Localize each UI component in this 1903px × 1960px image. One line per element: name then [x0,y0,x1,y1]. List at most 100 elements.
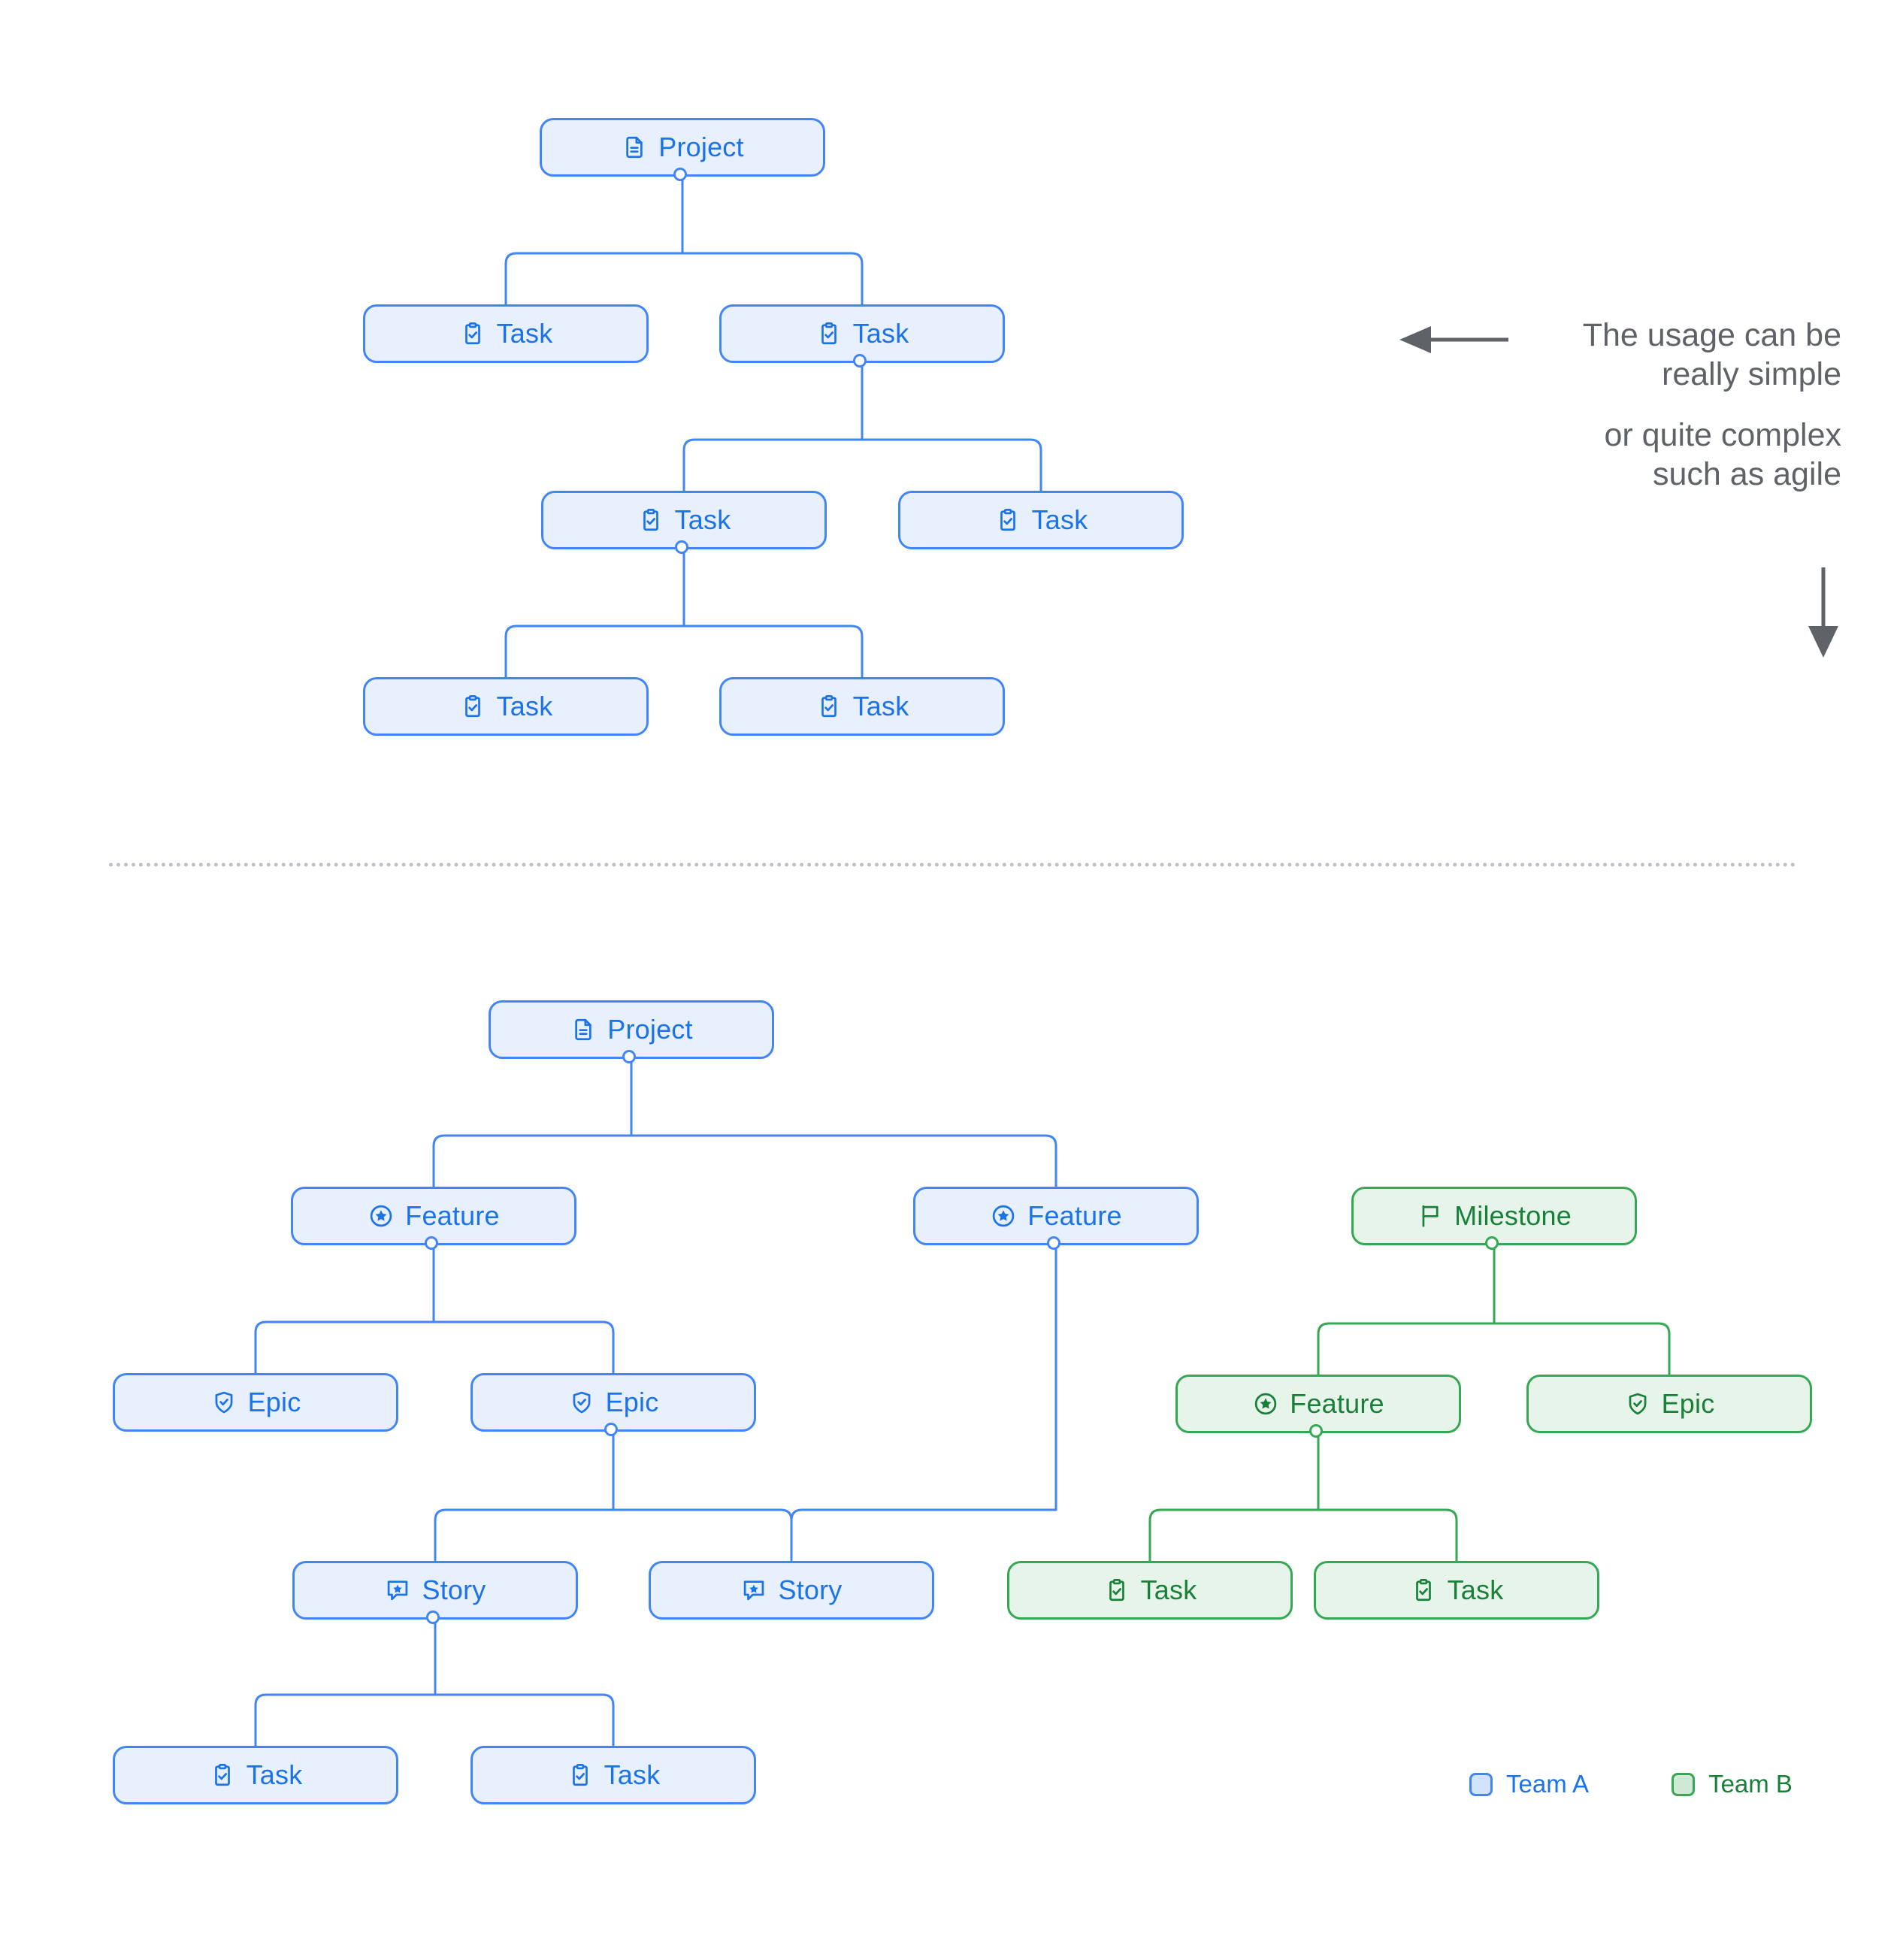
node-milestone[interactable]: Milestone [1351,1187,1637,1245]
connector-port [426,1611,440,1624]
node-task[interactable]: Task [719,304,1005,363]
clipboard-check-icon [637,507,664,534]
connector-line [630,1134,1057,1188]
connector-port [604,1423,618,1436]
arrow-left-icon [1399,326,1508,353]
document-icon [621,134,648,161]
color-swatch-blue-icon [1469,1772,1493,1796]
clipboard-check-icon [994,507,1021,534]
connector-line [504,252,684,306]
clipboard-check-icon [459,320,486,347]
connector-line [790,1508,1057,1562]
node-label: Story [422,1574,486,1605]
legend-label-team-a: Team A [1506,1770,1590,1798]
clipboard-check-icon [209,1762,236,1789]
annotation-paragraph-1: The usage can be really simple [1383,316,1841,395]
node-label: Task [496,691,553,721]
document-icon [570,1016,597,1043]
connector-line [434,1693,615,1747]
legend-item-team-b: Team B [1672,1770,1793,1798]
legend: Team A Team B [1469,1770,1793,1798]
comment-star-icon [384,1577,411,1604]
node-label: Milestone [1454,1200,1572,1231]
flag-icon [1417,1202,1444,1230]
node-label: Task [1140,1574,1197,1605]
connector-line [1148,1508,1320,1562]
node-label: Story [778,1574,843,1605]
node-label: Project [607,1014,693,1045]
connector-line [1317,1508,1458,1562]
connector-line [432,1320,615,1375]
connector-port [853,354,867,368]
node-label: Task [852,691,909,721]
node-epic[interactable]: Epic [113,1373,398,1432]
node-label: Task [674,504,731,535]
clipboard-check-icon [1410,1577,1437,1604]
connector-line [1317,1322,1496,1376]
connector-port [675,540,688,554]
node-task[interactable]: Task [363,677,649,736]
annotation-line-4: such as agile [1653,456,1841,493]
connector-line [681,252,864,306]
node-task[interactable]: Task [113,1746,398,1804]
clipboard-check-icon [459,693,486,720]
node-label: Task [1031,504,1088,535]
connector-line [432,1134,633,1188]
connector-line [612,1508,793,1562]
legend-label-team-b: Team B [1708,1770,1793,1798]
node-task[interactable]: Task [470,1746,756,1804]
shield-check-icon [1624,1390,1651,1417]
annotation-paragraph-2: or quite complex such as agile [1383,416,1842,495]
connector-port [425,1236,438,1250]
star-circle-icon [1252,1390,1279,1417]
node-label: Task [496,318,553,349]
comment-star-icon [740,1577,767,1604]
node-project[interactable]: Project [489,1000,774,1059]
node-epic[interactable]: Epic [1526,1375,1812,1433]
connector-line [682,438,864,492]
node-label: Feature [1290,1388,1384,1419]
arrow-down-icon [1808,567,1838,658]
connector-line [682,625,864,679]
annotation-line-3: or quite complex [1604,416,1842,453]
clipboard-check-icon [1103,1577,1130,1604]
node-label: Task [1447,1574,1504,1605]
connector-port [1047,1236,1060,1250]
section-divider [109,863,1796,867]
annotation-line-1: The usage can be [1582,317,1841,353]
node-story[interactable]: Story [292,1561,578,1620]
node-task[interactable]: Task [363,304,649,363]
node-label: Epic [247,1387,301,1417]
connector-port [622,1050,636,1063]
node-task[interactable]: Task [898,491,1184,549]
node-task[interactable]: Task [719,677,1005,736]
node-task[interactable]: Task [1007,1561,1293,1620]
clipboard-check-icon [815,693,843,720]
node-label: Feature [405,1200,500,1231]
connector-port [673,168,687,181]
node-label: Feature [1027,1200,1122,1231]
shield-check-icon [568,1389,595,1416]
node-story[interactable]: Story [649,1561,934,1620]
legend-item-team-a: Team A [1469,1770,1589,1798]
node-feature[interactable]: Feature [913,1187,1199,1245]
node-task[interactable]: Task [541,491,827,549]
clipboard-check-icon [815,320,843,347]
connector-line [1493,1322,1671,1376]
node-task[interactable]: Task [1314,1561,1599,1620]
color-swatch-green-icon [1672,1772,1696,1796]
node-label: Project [658,132,744,162]
connector-line [434,1508,615,1562]
connector-line [254,1320,435,1375]
clipboard-check-icon [567,1762,594,1789]
node-label: Epic [605,1387,659,1417]
node-label: Task [852,318,909,349]
star-circle-icon [990,1202,1017,1230]
connector-port [1309,1424,1323,1438]
shield-check-icon [210,1389,237,1416]
connector-line [504,625,685,679]
annotation-block: The usage can be really simple or quite … [1383,316,1841,495]
connector-port [1485,1236,1499,1250]
